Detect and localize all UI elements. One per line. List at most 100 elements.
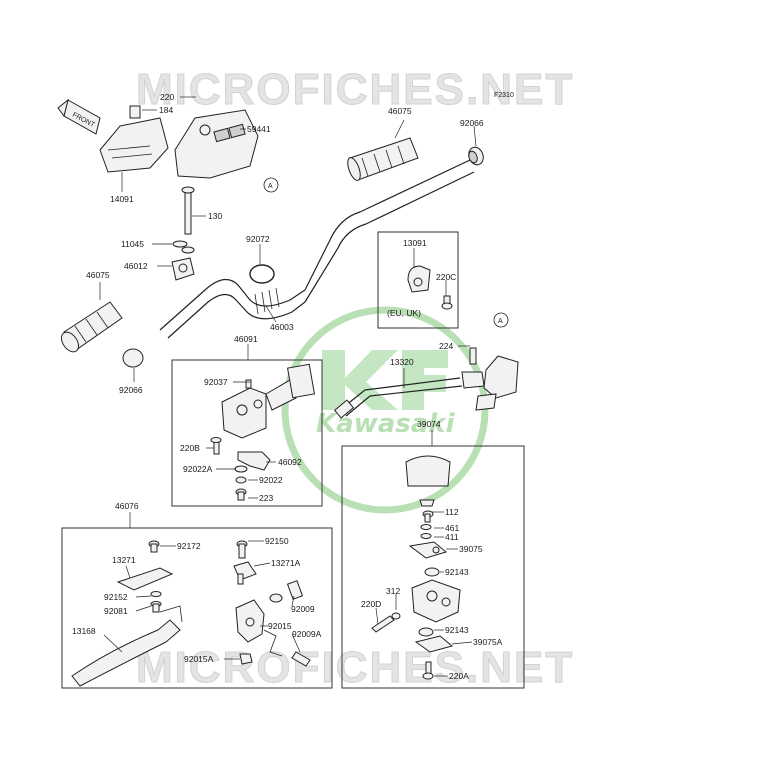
label-223: 223 — [259, 493, 273, 503]
grip-left-46075 — [60, 301, 123, 353]
part-labels: 220 184 14091 59441 46075 92066 130 1104… — [72, 92, 503, 681]
label-92022A: 92022A — [183, 464, 213, 474]
label-14091: 14091 — [110, 194, 134, 204]
label-13320: 13320 — [390, 357, 414, 367]
switch-92009 — [269, 580, 304, 603]
watermark-top: MICROFICHES.NET — [136, 65, 574, 114]
label-92015: 92015 — [268, 621, 292, 631]
label-92066-left: 92066 — [119, 385, 143, 395]
lever-assembly-right — [461, 347, 519, 411]
switch-housing-59441 — [174, 109, 259, 179]
bar-end-92066-right — [468, 146, 484, 166]
label-224: 224 — [439, 341, 453, 351]
screw-92172 — [148, 540, 160, 553]
kawasaki-logo: Kawasaki — [281, 306, 489, 514]
screw-220D — [371, 615, 395, 633]
label-92172: 92172 — [177, 541, 201, 551]
label-39075A: 39075A — [473, 637, 503, 647]
front-arrow-icon: FRONT — [57, 98, 101, 135]
label-92081: 92081 — [104, 606, 128, 616]
label-220C: 220C — [436, 272, 456, 282]
cable-13320 — [333, 377, 463, 419]
label-112: 112 — [445, 507, 459, 517]
label-92037: 92037 — [204, 377, 228, 387]
svg-text:A: A — [268, 183, 273, 190]
bracket-13271 — [116, 567, 174, 591]
label-11045: 11045 — [121, 239, 144, 249]
bolt-130 — [172, 186, 195, 254]
handlebar-46003 — [159, 159, 475, 339]
label-59441: 59441 — [247, 124, 271, 134]
label-220D: 220D — [361, 599, 381, 609]
watermark-bottom: MICROFICHES.NET — [136, 643, 574, 692]
screw-220A — [422, 661, 434, 680]
label-39074: 39074 — [417, 419, 441, 429]
grip-right-46075 — [347, 137, 419, 181]
label-92152: 92152 — [104, 592, 128, 602]
label-130: 130 — [208, 211, 222, 221]
reference-a-top: A — [263, 177, 279, 193]
label-13271: 13271 — [112, 555, 136, 565]
nut-92015A — [239, 653, 253, 665]
label-46075-top: 46075 — [388, 106, 412, 116]
label-220A: 220A — [449, 671, 469, 681]
switch-box-46091 — [171, 359, 323, 507]
screw-92009A — [291, 651, 311, 667]
washers-92152-92081 — [150, 591, 162, 613]
label-461: 461 — [445, 523, 459, 533]
washer-92143-lower — [418, 627, 434, 637]
label-13168: 13168 — [72, 626, 96, 636]
label-46091: 46091 — [234, 334, 258, 344]
label-220B: 220B — [180, 443, 200, 453]
lever-46092 — [237, 451, 271, 471]
label-39075: 39075 — [459, 544, 483, 554]
lever-bracket-92015 — [235, 599, 265, 643]
label-220-top: 220 — [160, 92, 174, 102]
clamp-cover-14091 — [99, 105, 169, 173]
bar-end-92066-left — [122, 348, 144, 368]
label-46003: 46003 — [270, 322, 294, 332]
label-312: 312 — [386, 586, 400, 596]
label-92009: 92009 — [291, 604, 315, 614]
label-92015A: 92015A — [184, 654, 214, 664]
washers-92022 — [234, 465, 248, 484]
label-411: 411 — [445, 532, 459, 542]
hardware-stack-112-411 — [419, 499, 435, 539]
label-92143-lower: 92143 — [445, 625, 469, 635]
label-46076: 46076 — [115, 501, 139, 511]
label-92066-top: 92066 — [460, 118, 484, 128]
label-92150: 92150 — [265, 536, 289, 546]
screw-92150 — [236, 540, 248, 559]
label-92022: 92022 — [259, 475, 283, 485]
lever-box-46076 — [61, 527, 333, 689]
cover-39074 — [405, 455, 451, 487]
label-184: 184 — [159, 105, 173, 115]
bracket-39075A — [414, 635, 454, 653]
reference-a-right: A — [493, 312, 509, 328]
bracket-39075 — [408, 541, 448, 559]
lever-box-39074 — [341, 445, 525, 689]
label-46012: 46012 — [124, 261, 148, 271]
washer-92143-upper — [424, 567, 440, 577]
screw-223 — [235, 488, 247, 501]
eu-uk-note: (EU, UK) — [387, 308, 421, 318]
clamp-46012 — [171, 257, 195, 281]
lever-13168 — [71, 605, 183, 687]
leader-lines — [99, 96, 477, 677]
diagram-code: F2310 — [494, 92, 514, 99]
holder-13091 — [407, 265, 431, 293]
switch-assembly-46091 — [221, 363, 316, 439]
label-46092: 46092 — [278, 457, 302, 467]
label-92009A: 92009A — [292, 629, 322, 639]
svg-text:A: A — [498, 318, 503, 325]
label-92072: 92072 — [246, 234, 270, 244]
pin-312 — [391, 612, 401, 620]
eu-uk-box — [377, 231, 459, 329]
label-13091: 13091 — [403, 238, 427, 248]
bracket-13271A — [233, 561, 257, 585]
master-body — [411, 579, 461, 623]
screw-220B — [210, 437, 222, 455]
label-46075-left: 46075 — [86, 270, 110, 280]
screw-220C — [441, 295, 453, 310]
